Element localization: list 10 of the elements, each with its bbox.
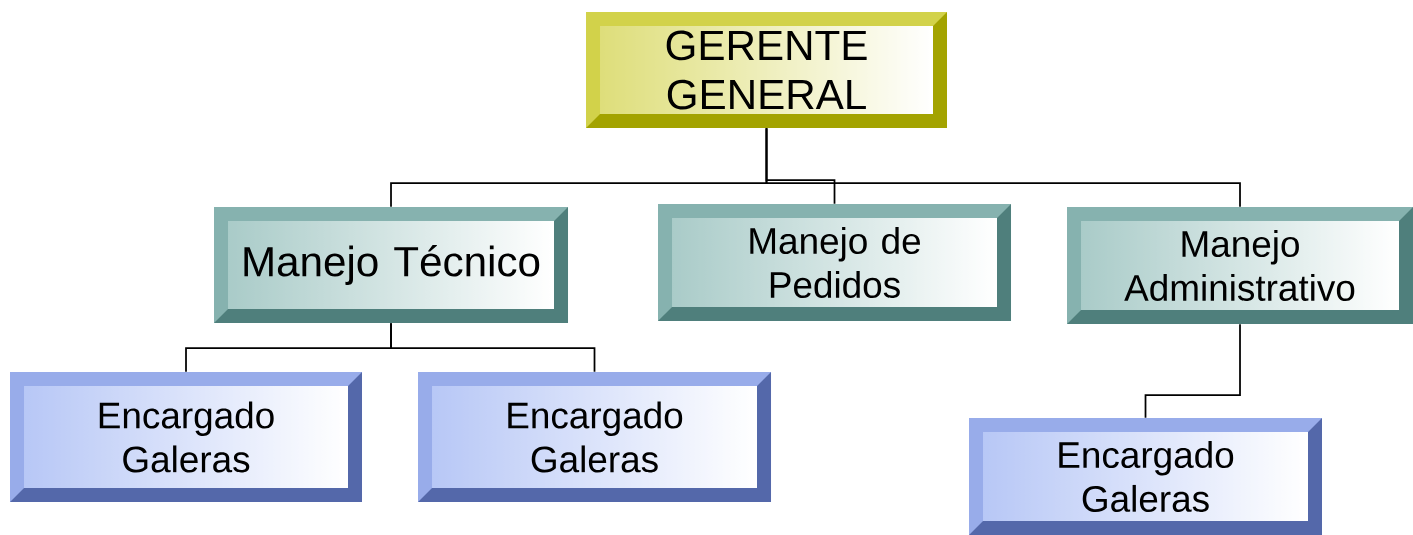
org-box: Manejo de Pedidos	[658, 204, 1011, 321]
connector-line	[1144, 323, 1241, 419]
org-box: Manejo Administrativo	[1067, 207, 1413, 324]
connector-line	[765, 127, 1241, 208]
connector-line	[390, 322, 596, 373]
org-box: GERENTE GENERAL	[586, 12, 947, 128]
org-box: Encargado Galeras	[969, 418, 1322, 535]
org-box: Manejo Técnico	[214, 207, 568, 323]
org-box: Encargado Galeras	[10, 372, 362, 502]
org-box: Encargado Galeras	[418, 372, 771, 502]
